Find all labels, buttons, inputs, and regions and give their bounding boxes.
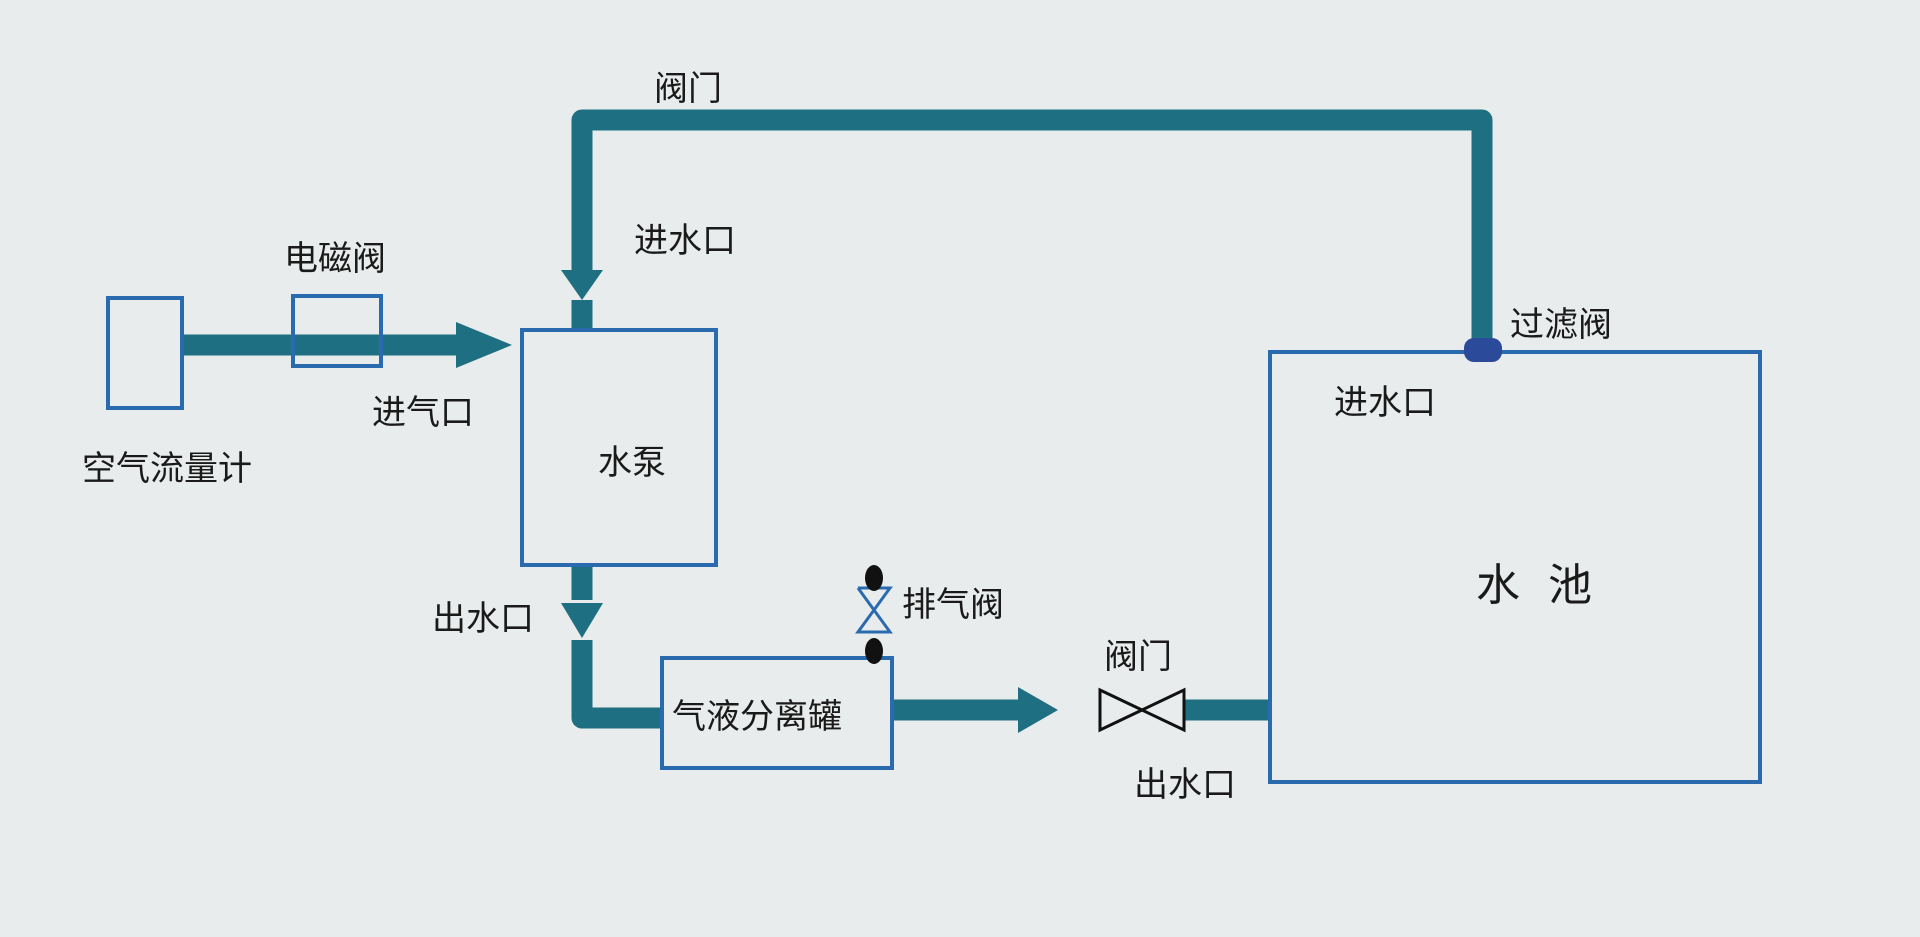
- pump-outlet-label: 出水口: [432, 599, 534, 639]
- filter-valve-label: 过滤阀: [1510, 305, 1612, 345]
- pump-inlet-label: 进水口: [634, 221, 736, 261]
- air-flow-meter-label: 空气流量计: [82, 449, 252, 489]
- separator-tank-label: 气液分离罐: [672, 697, 842, 737]
- pool-label: 水 池: [1476, 560, 1592, 611]
- pump-outlet-pipe-lower: [571, 640, 662, 729]
- vent-valve-icon: [855, 565, 893, 664]
- pool-inlet-label: 进水口: [1334, 383, 1436, 423]
- outlet-valve-icon: [1098, 687, 1186, 733]
- pump-label: 水泵: [598, 443, 666, 483]
- top-valve-label: 阀门: [654, 69, 722, 109]
- air-flow-meter-box: [106, 296, 184, 410]
- vent-valve-label: 排气阀: [902, 585, 1004, 625]
- pump-box: [520, 328, 718, 567]
- separator-outlet-arrow: [1018, 687, 1058, 733]
- filter-valve-icon: [1464, 338, 1502, 362]
- pool-box: [1268, 350, 1762, 784]
- solenoid-valve-label: 电磁阀: [284, 239, 386, 279]
- pump-outlet-arrow: [561, 603, 603, 638]
- outlet-valve-label: 阀门: [1104, 637, 1172, 677]
- pool-outlet-label: 出水口: [1134, 765, 1236, 805]
- pump-inlet-arrow: [561, 270, 603, 300]
- labels: 阀门 进水口 电磁阀 进气口 空气流量计 水泵 出水口 排气阀 气液分离罐 阀门…: [82, 69, 1612, 805]
- flow-arrows: [456, 270, 1058, 733]
- air-inlet-label: 进气口: [372, 393, 474, 433]
- air-flow-arrow: [456, 322, 512, 368]
- solenoid-valve-box: [291, 294, 383, 368]
- return-pipe: [571, 109, 1493, 352]
- pipes: [182, 109, 1493, 729]
- separator-tank-box: [660, 656, 894, 770]
